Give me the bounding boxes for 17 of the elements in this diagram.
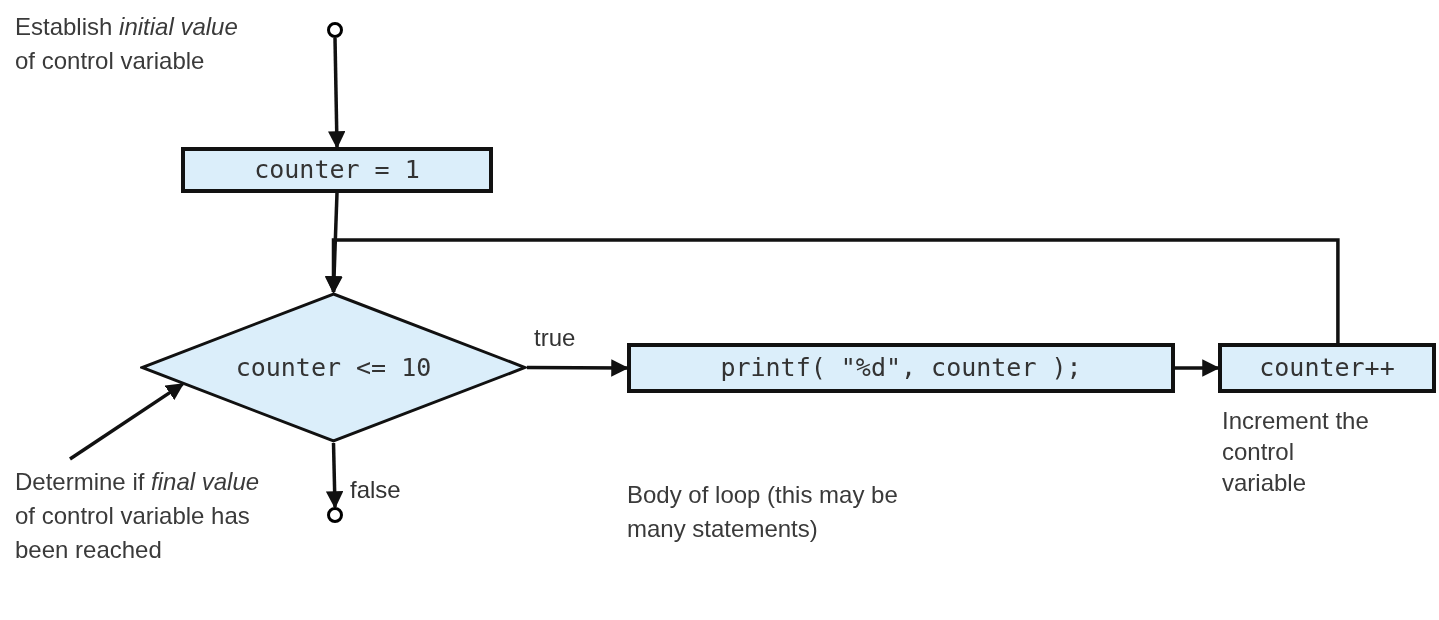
condition-text: counter <= 10 bbox=[235, 351, 432, 384]
node-caption: Increment the control variable bbox=[1222, 406, 1370, 499]
flow-arrow bbox=[527, 359, 629, 377]
process-box bbox=[627, 343, 1175, 393]
annotation-text: Determine if final value of control variable has been reached bbox=[15, 467, 261, 566]
code-text: counter++ bbox=[1259, 352, 1395, 385]
leader-arrow bbox=[69, 382, 185, 461]
code-text: counter = 1 bbox=[254, 154, 420, 187]
flow-arrow bbox=[324, 238, 1340, 343]
flow-arrow bbox=[325, 442, 344, 509]
process-box bbox=[181, 147, 493, 193]
code-text: printf( "%d", counter ); bbox=[720, 352, 1082, 385]
flow-arrow bbox=[1175, 359, 1220, 377]
annotation-text: Body of loop (this may be many statements) bbox=[627, 480, 899, 545]
flow-arrow bbox=[327, 37, 346, 149]
annotation-text: Establish initial value of control variable bbox=[15, 12, 239, 77]
decision-diamond bbox=[140, 292, 527, 443]
